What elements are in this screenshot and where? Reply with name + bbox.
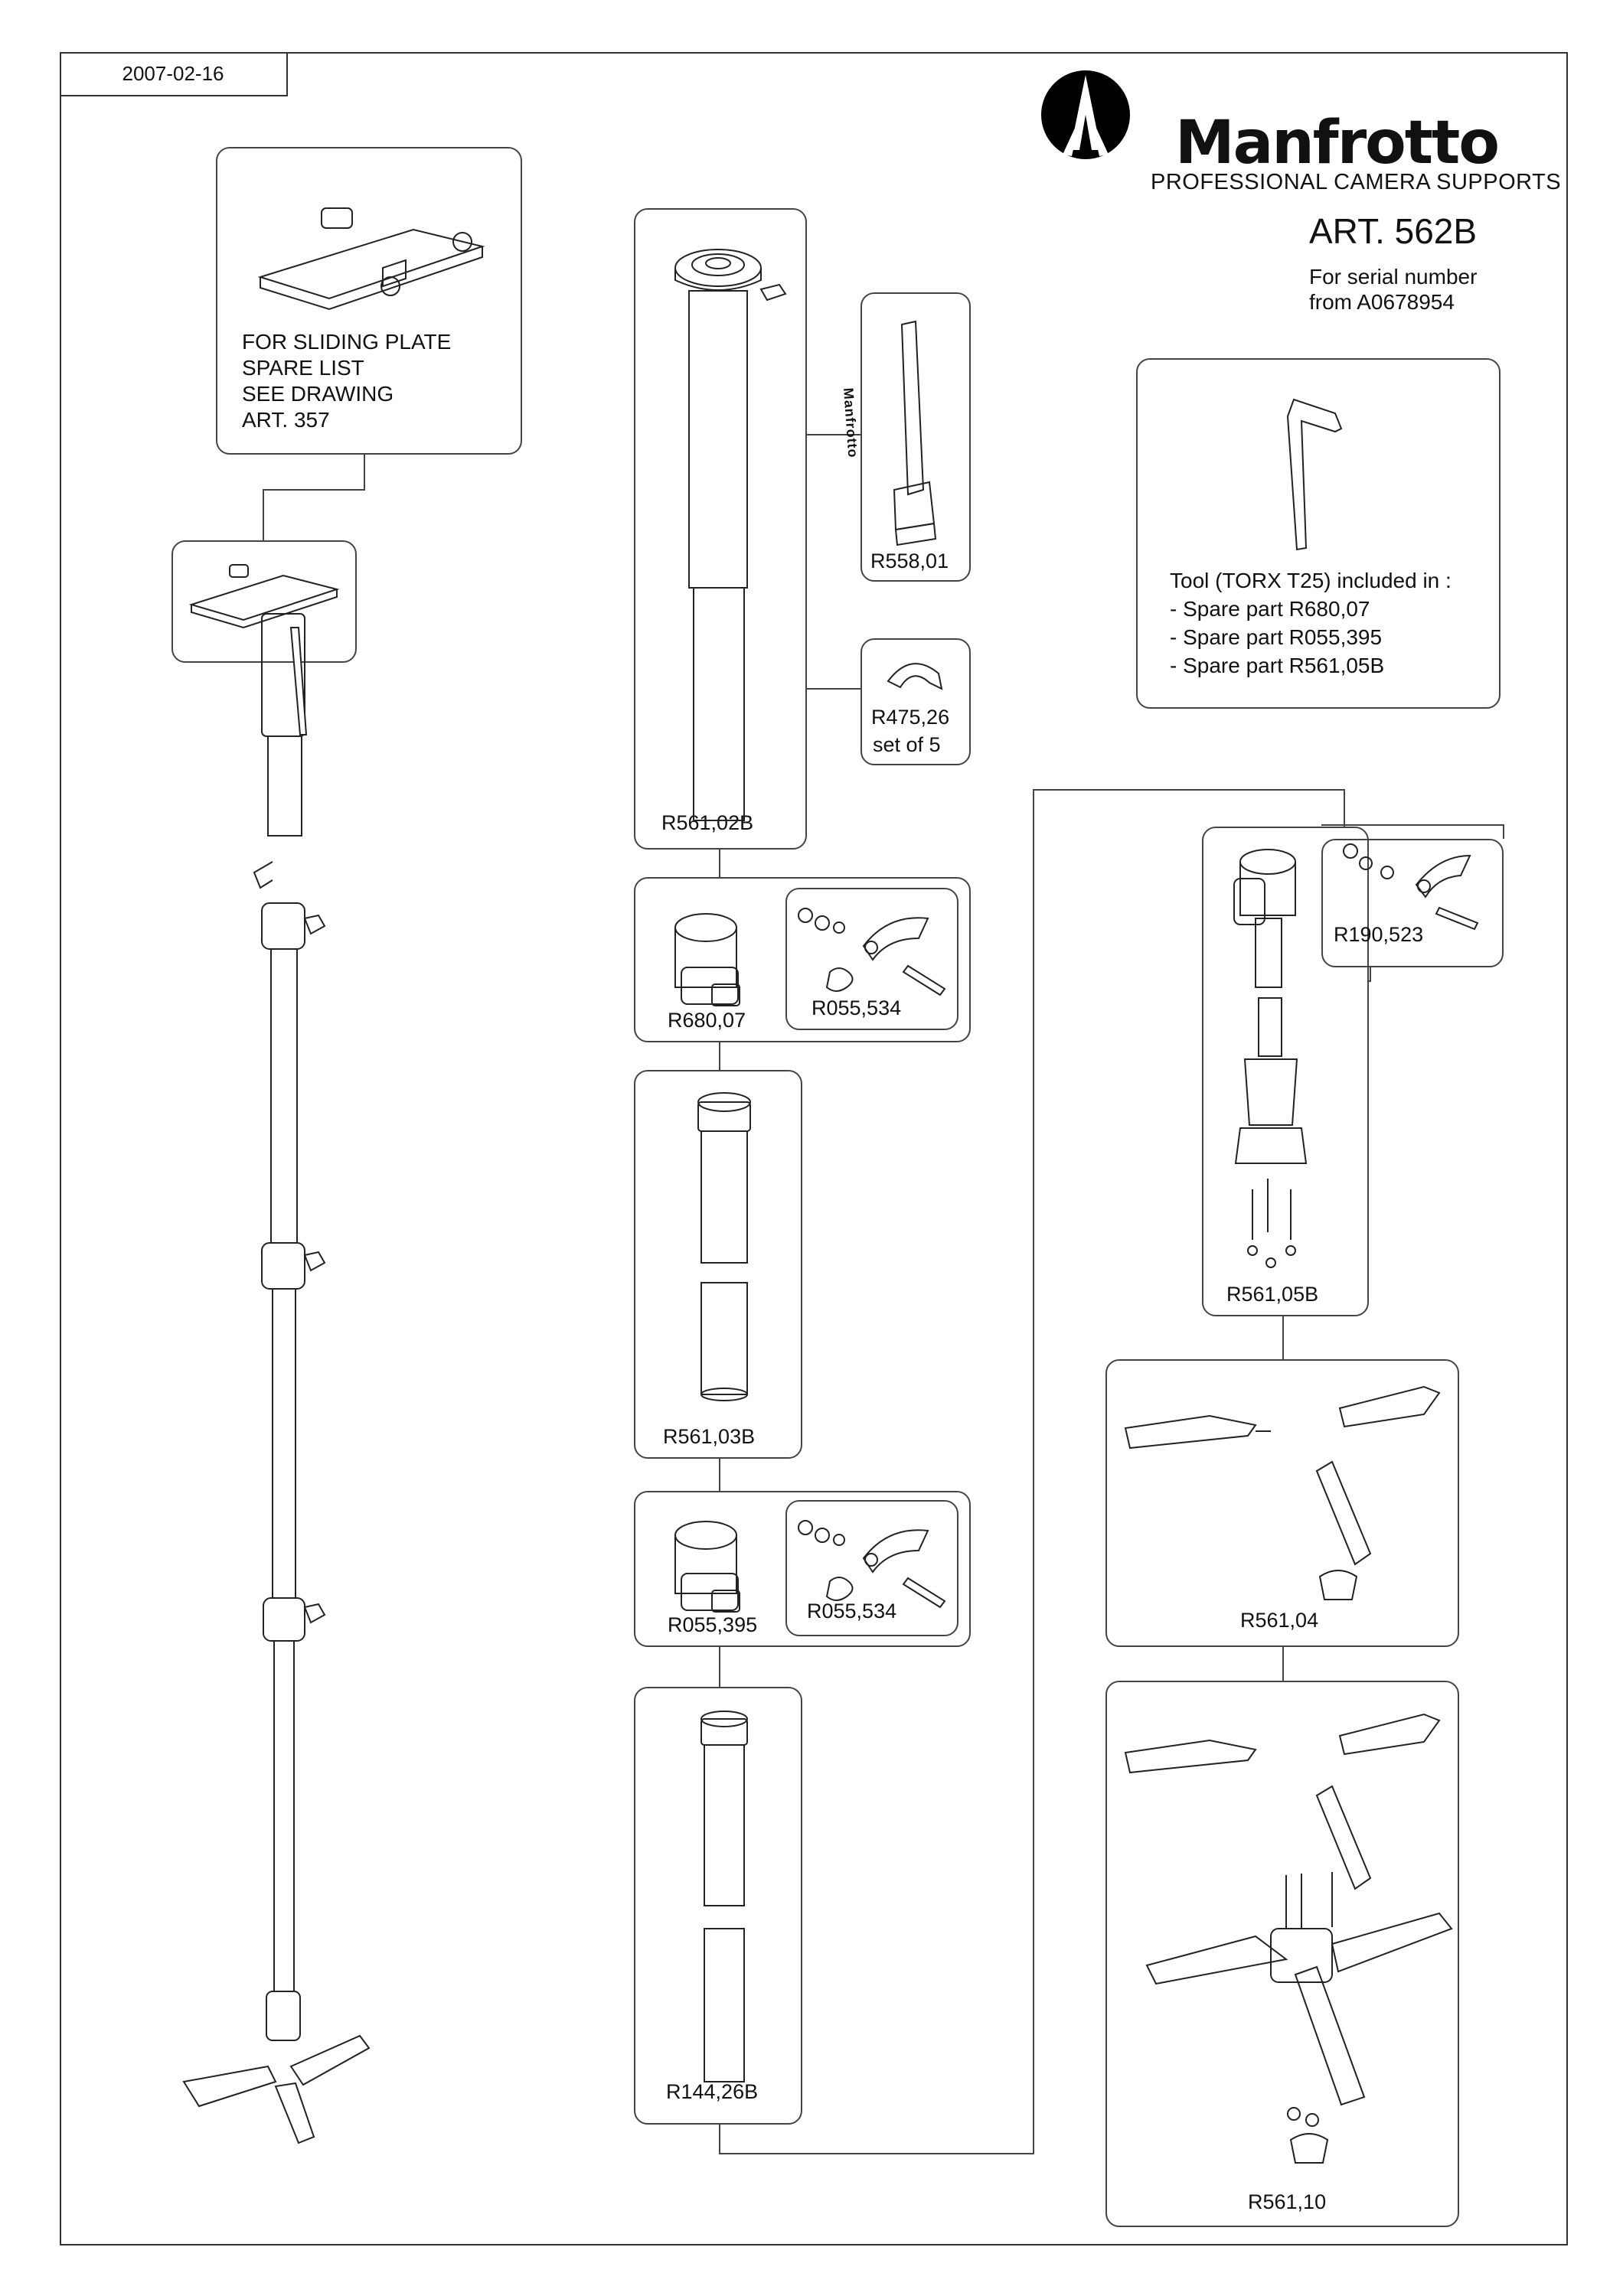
head-plate-box	[171, 540, 357, 663]
brand-name: Manfrotto	[1175, 109, 1500, 178]
label-r144-26b: R144,26B	[666, 2080, 759, 2103]
label-r558-01: R558,01	[870, 550, 949, 572]
label-r561-10: R561,10	[1248, 2190, 1327, 2213]
label-set-of-5: set of 5	[873, 733, 941, 756]
date-label: 2007-02-16	[122, 61, 224, 85]
tool-line-1: Tool (TORX T25) included in :	[1170, 569, 1452, 592]
label-r561-03b: R561,03B	[663, 1425, 756, 1448]
label-r680-07: R680,07	[668, 1009, 746, 1032]
box-r561-02b	[634, 208, 807, 850]
box-tool	[1136, 358, 1501, 709]
label-r055-534-a: R055,534	[812, 996, 902, 1019]
label-r561-02b: R561,02B	[661, 811, 754, 834]
tool-line-3: - Spare part R055,395	[1170, 625, 1383, 649]
label-r055-534-b: R055,534	[807, 1600, 897, 1623]
tool-line-2: - Spare part R680,07	[1170, 597, 1370, 621]
box-r558-01	[860, 292, 971, 582]
box-r190-523	[1321, 839, 1504, 967]
note-line-3: SEE DRAWING	[242, 382, 394, 406]
article-number: ART. 562B	[1309, 211, 1478, 251]
note-line-4: ART. 357	[242, 408, 330, 432]
label-r561-05b: R561,05B	[1226, 1283, 1319, 1306]
serial-line-1: For serial number	[1309, 265, 1478, 289]
brand-tagline: PROFESSIONAL CAMERA SUPPORTS	[1151, 170, 1562, 194]
box-r475-26	[860, 638, 971, 765]
serial-line-2: from A0678954	[1309, 290, 1455, 314]
drawing-frame	[60, 52, 1568, 2245]
box-r561-10	[1105, 1681, 1459, 2227]
label-r475-26: R475,26	[871, 706, 950, 729]
tool-note: Tool (TORX T25) included in : - Spare pa…	[1170, 566, 1452, 680]
sliding-plate-box	[216, 147, 522, 455]
sliding-plate-note: FOR SLIDING PLATE SPARE LIST SEE DRAWING…	[242, 329, 451, 433]
date-box: 2007-02-16	[60, 52, 288, 96]
box-r561-03b	[634, 1070, 802, 1459]
note-line-2: SPARE LIST	[242, 356, 364, 380]
label-r561-04: R561,04	[1240, 1609, 1319, 1632]
note-line-1: FOR SLIDING PLATE	[242, 330, 452, 354]
serial-info: For serial number from A0678954	[1309, 264, 1477, 315]
box-r144-26b	[634, 1687, 802, 2125]
label-r055-395: R055,395	[668, 1613, 758, 1636]
box-r561-04	[1105, 1359, 1459, 1647]
tool-line-4: - Spare part R561,05B	[1170, 654, 1385, 677]
label-r190-523: R190,523	[1334, 923, 1424, 946]
